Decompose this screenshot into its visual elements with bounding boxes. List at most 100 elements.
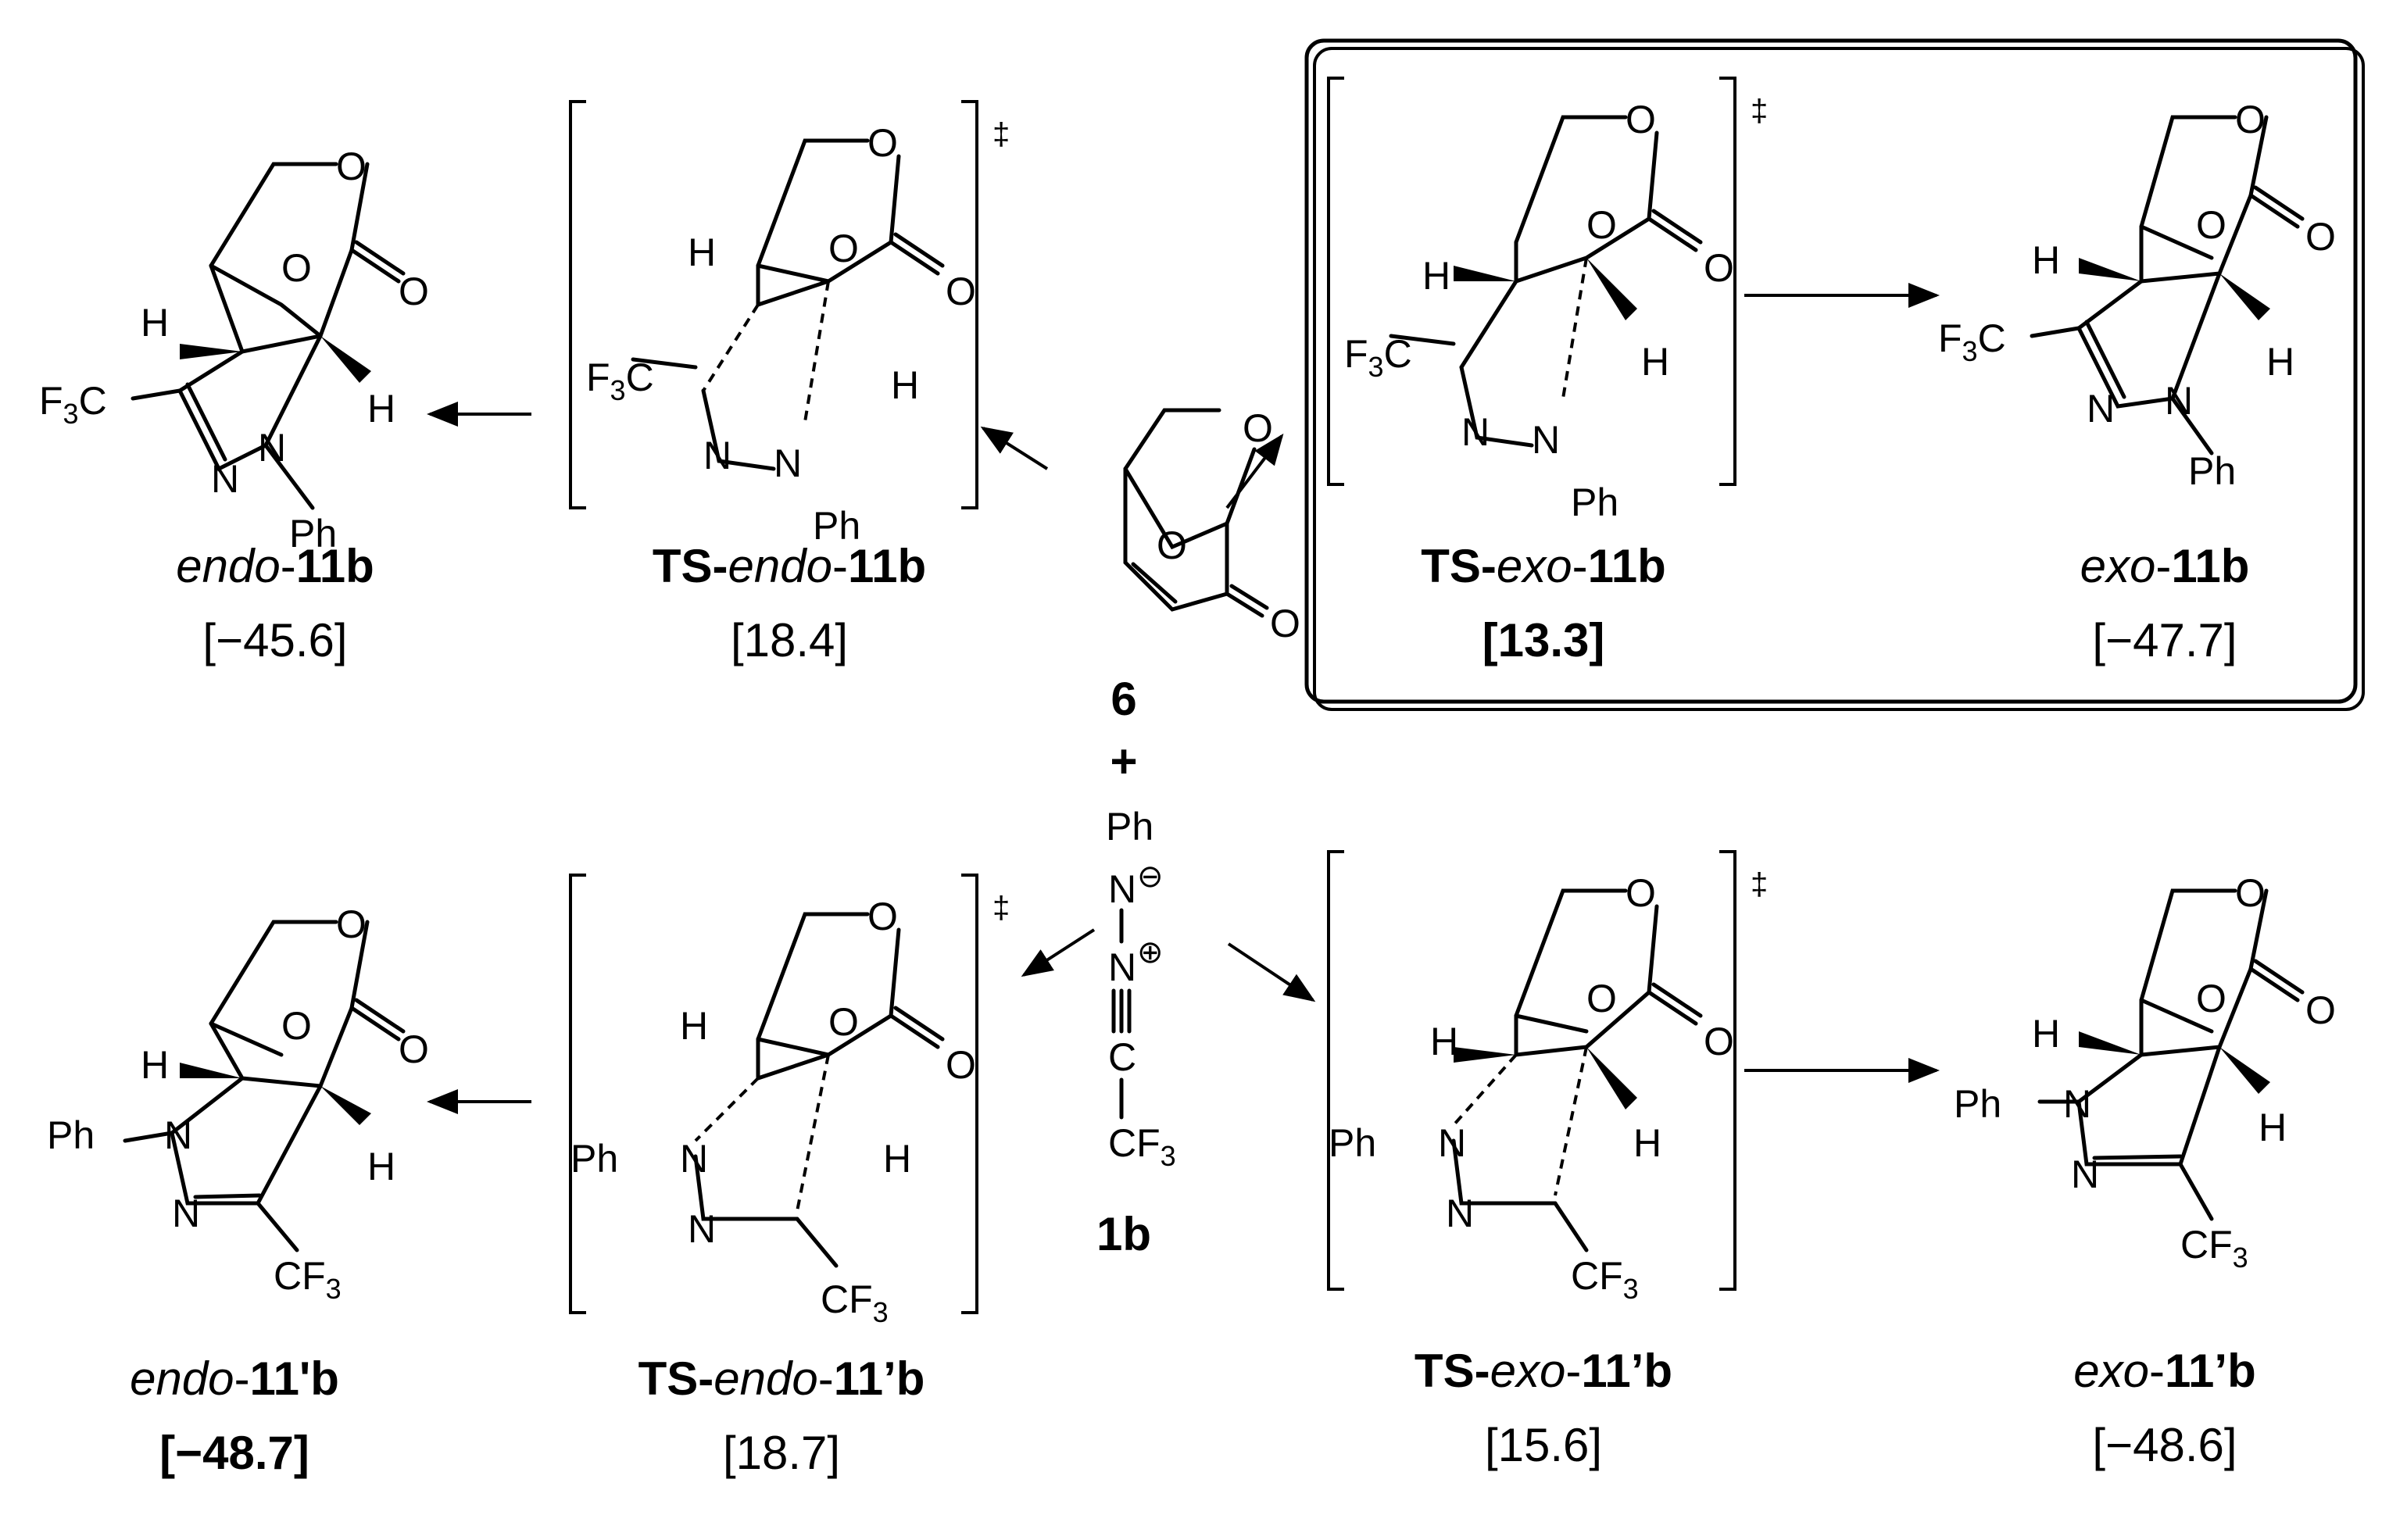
svg-text:O: O — [1157, 523, 1187, 567]
svg-text:H: H — [2032, 238, 2060, 282]
svg-text:O: O — [1626, 871, 1656, 915]
svg-text:F3C: F3C — [1344, 332, 1412, 383]
svg-text:H: H — [141, 301, 169, 345]
arrow-to-ts-endo-11b — [980, 426, 1049, 470]
structure-ts-exo-11b: ‡ O O O H H N N Ph F3C — [1327, 77, 1768, 524]
compound-label: TS-exo-11b — [1421, 540, 1665, 592]
svg-text:O: O — [2235, 871, 2266, 915]
svg-text:N: N — [211, 457, 239, 501]
svg-text:N: N — [680, 1137, 708, 1181]
svg-text:O: O — [1586, 203, 1617, 247]
compound-label: TS-exo-11’b — [1415, 1345, 1672, 1397]
svg-text:F3C: F3C — [586, 356, 654, 406]
arrow-to-ts-exo-11pb — [1227, 942, 1316, 1002]
svg-text:N: N — [2165, 379, 2193, 423]
svg-text:H: H — [1430, 1020, 1458, 1063]
svg-text:O: O — [2305, 215, 2336, 259]
structure-exo-11b: O O O H H N N Ph F3C — [1938, 98, 2336, 493]
svg-text:O: O — [281, 246, 312, 290]
compound-label: endo-11b — [176, 540, 374, 592]
svg-text:F3C: F3C — [39, 379, 107, 430]
svg-text:O: O — [2196, 977, 2226, 1020]
svg-text:N: N — [258, 426, 286, 470]
svg-text:N: N — [703, 434, 731, 477]
svg-text:H: H — [141, 1043, 169, 1087]
svg-text:F3C: F3C — [1938, 316, 2006, 367]
svg-text:O: O — [2305, 988, 2336, 1032]
svg-text:‡: ‡ — [1751, 867, 1768, 902]
svg-text:H: H — [688, 230, 716, 274]
svg-text:N: N — [164, 1113, 192, 1157]
energy-value: [−48.7] — [159, 1427, 309, 1479]
svg-text:Ph: Ph — [1954, 1082, 2001, 1126]
compound-label: exo-11’b — [2073, 1345, 2255, 1397]
svg-text:CF3: CF3 — [274, 1254, 342, 1305]
compound-label: exo-11b — [2080, 540, 2250, 592]
svg-text:N: N — [1446, 1192, 1474, 1235]
structure-ts-endo-11pb: ‡ O O O H H N N Ph CF3 — [569, 874, 1010, 1328]
energy-value: [13.3] — [1482, 614, 1605, 666]
svg-text:⊕: ⊕ — [1137, 935, 1164, 970]
svg-text:O: O — [336, 145, 367, 188]
svg-text:O: O — [399, 270, 429, 313]
svg-text:O: O — [867, 121, 898, 165]
svg-text:O: O — [1270, 602, 1300, 645]
svg-text:CF3: CF3 — [2180, 1223, 2248, 1274]
svg-text:‡: ‡ — [1751, 94, 1768, 128]
svg-text:O: O — [1704, 1020, 1734, 1063]
svg-text:O: O — [1586, 977, 1617, 1020]
svg-text:N: N — [2087, 387, 2115, 431]
svg-text:N: N — [172, 1192, 200, 1235]
svg-text:Ph: Ph — [1106, 805, 1153, 849]
highlight-box — [1304, 38, 2358, 704]
svg-text:N: N — [774, 441, 802, 485]
plus-sign: + — [1110, 735, 1137, 788]
arrow-to-ts-endo-11pb — [1021, 928, 1096, 977]
svg-text:O: O — [828, 1000, 859, 1044]
svg-text:N: N — [1438, 1121, 1466, 1165]
svg-text:O: O — [2235, 98, 2266, 141]
svg-text:O: O — [1243, 406, 1273, 450]
svg-text:O: O — [946, 1043, 976, 1087]
svg-text:H: H — [367, 1145, 395, 1188]
structure-6: O O O — [1123, 406, 1300, 645]
energy-value: [18.7] — [723, 1427, 840, 1479]
label-6: 6 — [1111, 673, 1136, 725]
structure-exo-11pb: O O O H H N N Ph CF3 — [1954, 871, 2336, 1274]
svg-text:CF3: CF3 — [821, 1277, 889, 1328]
svg-text:O: O — [1626, 98, 1656, 141]
energy-value: [−45.6] — [202, 614, 347, 666]
svg-text:H: H — [367, 387, 395, 431]
svg-text:N: N — [1108, 945, 1136, 989]
energy-value: [−47.7] — [2092, 614, 2237, 666]
svg-text:Ph: Ph — [1571, 481, 1618, 524]
svg-text:H: H — [883, 1137, 911, 1181]
svg-text:Ph: Ph — [1329, 1121, 1376, 1165]
energy-value: [18.4] — [731, 614, 848, 666]
svg-text:‡: ‡ — [993, 117, 1010, 152]
svg-text:H: H — [1422, 254, 1450, 298]
svg-text:Ph: Ph — [570, 1137, 618, 1181]
energy-value: [−48.6] — [2092, 1419, 2237, 1471]
svg-text:Ph: Ph — [2188, 449, 2236, 493]
energy-value: [15.6] — [1485, 1419, 1602, 1471]
svg-text:H: H — [1641, 340, 1669, 384]
compound-label: TS-endo-11b — [653, 540, 926, 592]
svg-text:H: H — [2266, 340, 2294, 384]
svg-text:O: O — [281, 1004, 312, 1048]
svg-text:N: N — [2071, 1152, 2099, 1196]
svg-text:N: N — [1532, 418, 1560, 462]
svg-text:Ph: Ph — [813, 504, 860, 548]
structure-1b: Ph N ⊖ N ⊕ C CF3 — [1106, 805, 1176, 1172]
svg-text:N: N — [2063, 1082, 2091, 1126]
label-1b: 1b — [1096, 1208, 1151, 1260]
compound-label: TS-endo-11’b — [638, 1352, 925, 1405]
svg-text:CF3: CF3 — [1571, 1254, 1639, 1305]
svg-text:N: N — [1461, 410, 1490, 454]
svg-text:O: O — [1704, 246, 1734, 290]
svg-text:O: O — [2196, 203, 2226, 247]
structure-ts-endo-11b: ‡ O O O H H N N Ph F3C — [569, 100, 1010, 548]
svg-text:Ph: Ph — [289, 512, 337, 556]
svg-text:H: H — [2259, 1106, 2287, 1149]
